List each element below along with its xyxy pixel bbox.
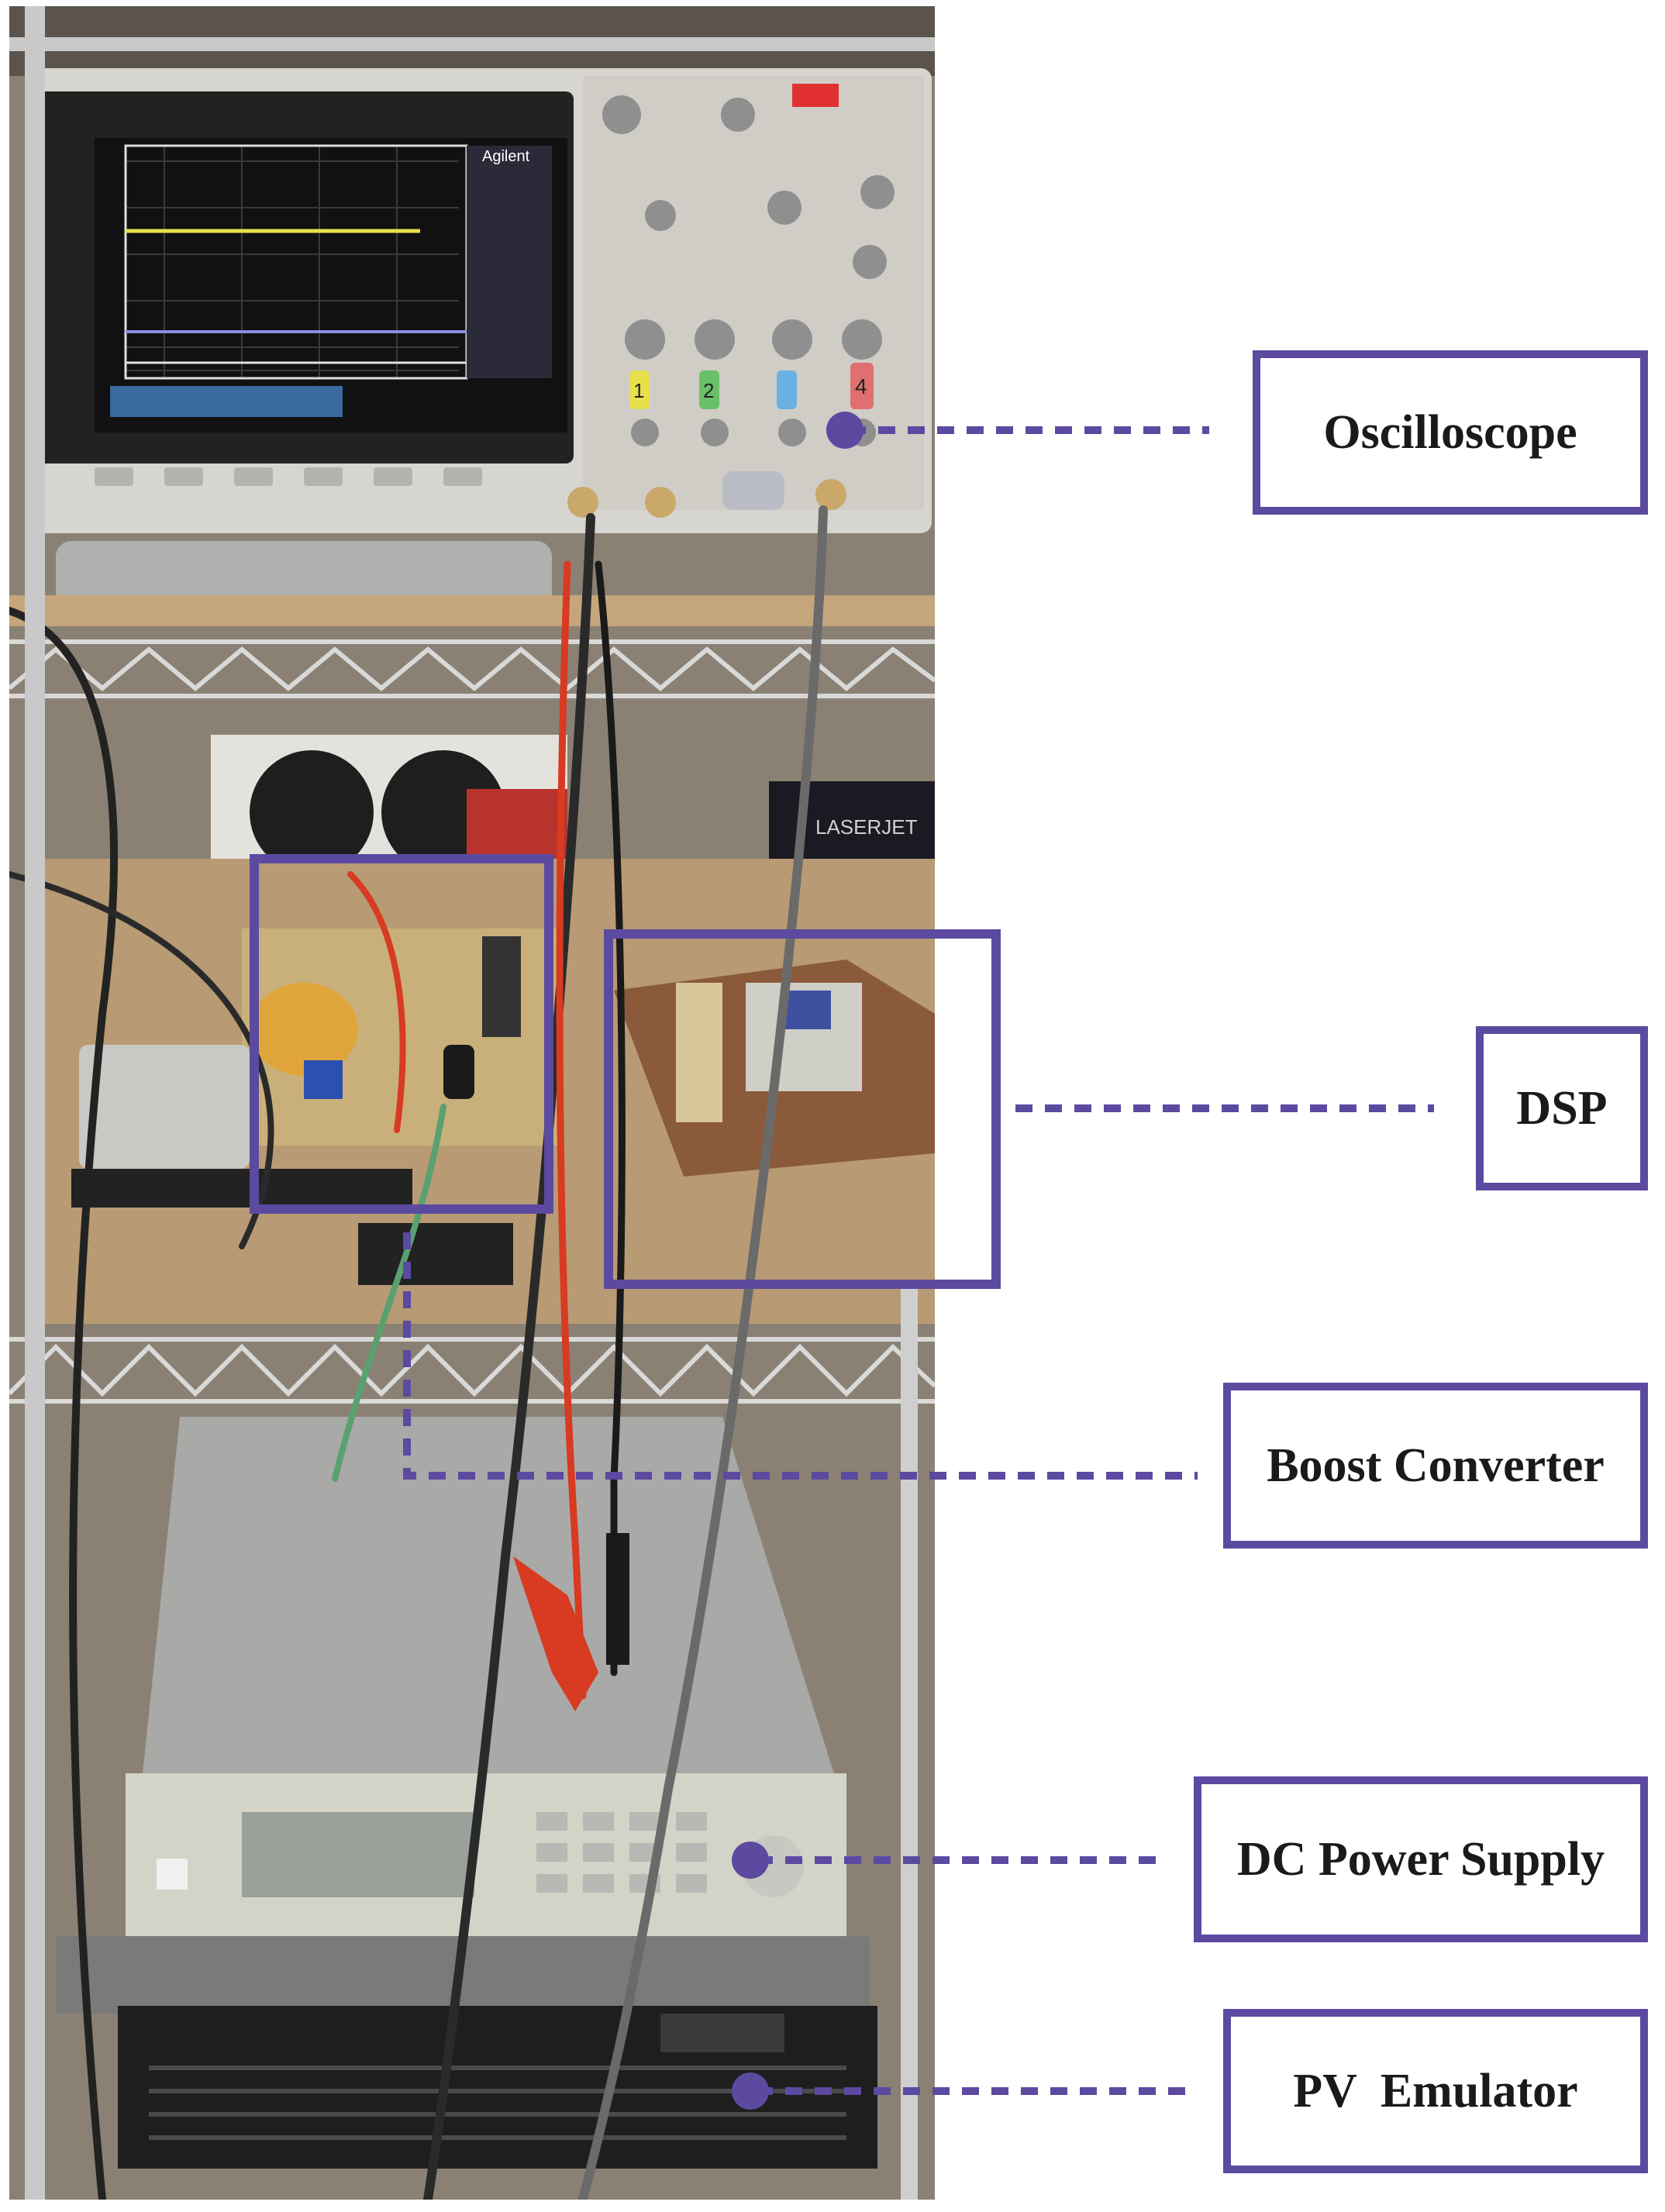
dc-power-supply-label-box: DC Power Supply [1194, 1776, 1648, 1942]
pv-emulator-label: PV Emulator [1293, 2064, 1578, 2117]
scope-ch2-text: 2 [703, 379, 714, 402]
scope-ch4-text: 4 [855, 374, 867, 398]
scope-ch1-text: 1 [633, 379, 644, 402]
lab-setup-photo: Agilent 4 2 1 [9, 6, 935, 2200]
dc-power-supply-label: DC Power Supply [1236, 1832, 1605, 1886]
boost-converter-label-box: Boost Converter [1223, 1383, 1648, 1549]
boost-converter-label: Boost Converter [1267, 1438, 1605, 1492]
pv-emulator-device [56, 1936, 877, 2169]
dsp-label: DSP [1516, 1081, 1608, 1135]
scope-brand-text: Agilent [482, 148, 530, 165]
oscilloscope-device: Agilent 4 2 1 [25, 68, 932, 533]
oscilloscope-label: Oscilloscope [1323, 405, 1577, 459]
dsp-label-box: DSP [1476, 1026, 1648, 1190]
printer-brand-text: LASERJET [815, 815, 918, 839]
pv-emulator-label-box: PV Emulator [1223, 2009, 1648, 2173]
lab-setup-illustration: Agilent 4 2 1 [9, 6, 935, 2200]
oscilloscope-label-box: Oscilloscope [1253, 350, 1648, 515]
dc-power-supply-device [126, 1417, 846, 1944]
